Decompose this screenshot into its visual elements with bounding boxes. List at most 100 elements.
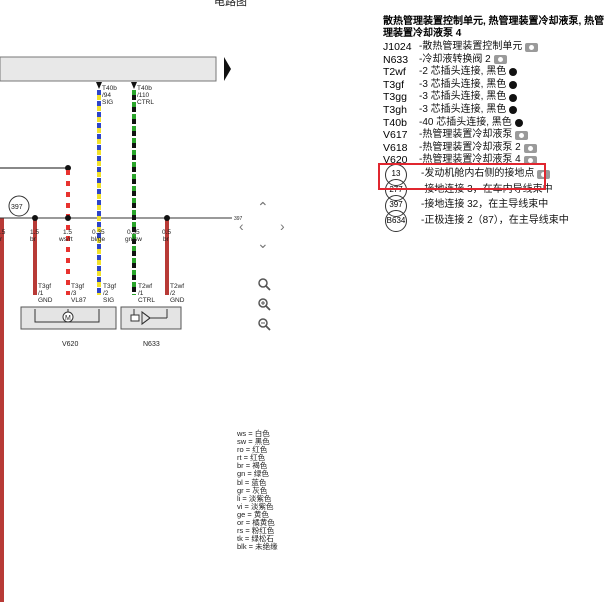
legend-item-v617[interactable]: V617-热管理装置冷却液泵	[383, 129, 605, 142]
color-code: or = 橘黄色	[237, 518, 275, 528]
component-label-v620: V620	[62, 341, 78, 348]
svg-text:T3gf: T3gf	[71, 283, 84, 290]
legend-item-t40b[interactable]: T40b-40 芯插头连接, 黑色	[383, 117, 605, 130]
svg-text:/110: /110	[137, 92, 150, 99]
pin-arrow-icon	[131, 82, 137, 89]
pin-t2wf-2: T2wf /2 GND	[170, 283, 185, 304]
connector-t40b-110: T40b /110 CTRL	[137, 85, 154, 106]
pin-t2wf-1: T2wf /1 CTRL	[138, 283, 155, 304]
color-code: blk = 未绝缘	[237, 542, 278, 552]
legend-header: 散热管理装置控制单元, 热管理装置冷却液泵, 热管理装置冷却液泵 4	[383, 16, 605, 39]
svg-text:/3: /3	[71, 290, 77, 297]
legend-item-t3gh[interactable]: T3gh-3 芯插头连接, 黑色	[383, 104, 605, 117]
svg-text:SIG: SIG	[103, 297, 114, 304]
connector-icon[interactable]	[509, 93, 518, 102]
color-code: ro = 红色	[237, 445, 268, 455]
color-code: gn = 绿色	[237, 469, 269, 479]
legend-circle-397[interactable]: 397-接地连接 32，在主导线束中	[383, 194, 605, 217]
legend-item-t3gg[interactable]: T3gg-3 芯插头连接, 黑色	[383, 91, 605, 104]
svg-text:ws/rt: ws/rt	[58, 236, 73, 243]
svg-text:/94: /94	[102, 92, 111, 99]
svg-text:0.35: 0.35	[92, 229, 105, 236]
color-code: ws = 白色	[237, 429, 270, 438]
svg-text:GND: GND	[38, 297, 53, 304]
svg-text:gn/sw: gn/sw	[125, 236, 142, 243]
legend-circle-b634[interactable]: B634-正极连接 2（87），在主导线束中	[383, 210, 605, 233]
motor-symbol: M	[65, 315, 71, 322]
camera-icon[interactable]	[493, 55, 507, 65]
connector-icon[interactable]	[514, 118, 523, 127]
color-code: rt = 红色	[237, 453, 266, 463]
zoom-out-icon[interactable]	[257, 317, 271, 331]
camera-icon[interactable]	[515, 130, 529, 140]
color-code: tk = 绿松石	[237, 534, 274, 544]
wiring-diagram[interactable]: T40b /94 SIG T40b /110 CTRL 397 397 .5	[0, 0, 375, 602]
wire-label-br-2: 0.5 br	[162, 229, 171, 243]
svg-text:1.5: 1.5	[63, 229, 72, 236]
color-code: rs = 粉红色	[237, 526, 275, 536]
ground-ref-circle	[8, 195, 30, 217]
svg-text:GND: GND	[170, 297, 185, 304]
pan-down-icon[interactable]: ⌄	[257, 235, 269, 251]
color-code: gr = 灰色	[237, 485, 268, 495]
svg-text:.5: .5	[0, 229, 6, 236]
color-code: ge = 黄色	[237, 509, 269, 519]
connector-icon[interactable]	[509, 68, 518, 77]
wire-ws-rt	[65, 170, 71, 295]
wire-br-2	[164, 215, 170, 295]
svg-text:SIG: SIG	[102, 99, 113, 106]
color-code: vi = 淡紫色	[237, 501, 274, 511]
page-title: 电路图	[214, 0, 247, 8]
wire-label-gn-sw: 0.35 gn/sw	[125, 229, 142, 243]
connector-icon[interactable]	[509, 81, 518, 90]
highlight-box	[378, 163, 546, 190]
component-v620[interactable]: M V620	[20, 306, 117, 348]
svg-text:T40b: T40b	[102, 85, 117, 92]
camera-icon[interactable]	[537, 170, 551, 180]
svg-text:r: r	[0, 236, 3, 243]
color-code-list: ws = 白色 sw = 黑色 ro = 红色 rt = 红色 br = 褐色 …	[237, 429, 278, 552]
pan-left-icon[interactable]: ‹	[239, 218, 244, 234]
svg-text:T2wf: T2wf	[170, 283, 184, 290]
camera-icon[interactable]	[523, 143, 537, 153]
legend-item-t3gf[interactable]: T3gf-3 芯插头连接, 黑色	[383, 79, 605, 92]
wire-label-bl-ge: 0.35 bl/ge	[91, 229, 105, 243]
junction-dot	[65, 165, 71, 171]
left-wire-labels: .5 r	[0, 229, 6, 243]
legend-item-n633[interactable]: N633-冷却液转换阀 2	[383, 54, 605, 67]
svg-text:0.35: 0.35	[127, 229, 140, 236]
color-code: li = 淡紫色	[237, 493, 272, 503]
bus-continue-arrow[interactable]	[224, 57, 231, 81]
pin-t3gf-3: T3gf /3 VL87	[71, 283, 87, 304]
svg-text:1.5: 1.5	[30, 229, 39, 236]
camera-icon[interactable]	[525, 42, 539, 52]
zoom-in-icon[interactable]	[257, 297, 271, 311]
legend-item-j1024[interactable]: J1024-散热管理装置控制单元	[383, 41, 605, 54]
svg-text:CTRL: CTRL	[137, 99, 154, 106]
camera-icon[interactable]	[523, 156, 537, 166]
small-ref-label: 397	[234, 216, 243, 222]
svg-text:T3gf: T3gf	[38, 283, 51, 290]
svg-text:CTRL: CTRL	[138, 297, 155, 304]
pan-right-icon[interactable]: ›	[280, 218, 285, 234]
component-n633[interactable]: N633	[120, 306, 182, 348]
search-icon[interactable]	[257, 277, 271, 291]
pin-t3gf-1: T3gf /1 GND	[38, 283, 53, 304]
svg-text:T3gf: T3gf	[103, 283, 116, 290]
connector-icon[interactable]	[509, 106, 518, 115]
pan-up-icon[interactable]: ⌃	[257, 199, 269, 215]
svg-text:br: br	[163, 236, 170, 243]
legend-item-t2wf[interactable]: T2wf-2 芯插头连接, 黑色	[383, 66, 605, 79]
component-label-n633: N633	[143, 341, 160, 348]
legend-item-v618[interactable]: V618-热管理装置冷却液泵 2	[383, 142, 605, 155]
connector-t40b-94: T40b /94 SIG	[102, 85, 117, 106]
svg-text:bl/ge: bl/ge	[91, 236, 105, 243]
svg-text:/2: /2	[103, 290, 109, 297]
svg-text:/1: /1	[138, 290, 144, 297]
svg-text:T40b: T40b	[137, 85, 152, 92]
wire-br-1	[32, 215, 38, 295]
wire-label-br-1: 1.5 br	[30, 229, 39, 243]
pin-arrow-icon	[96, 82, 102, 89]
svg-text:/1: /1	[38, 290, 44, 297]
legend-panel: 散热管理装置控制单元, 热管理装置冷却液泵, 热管理装置冷却液泵 4 J1024…	[383, 16, 605, 233]
